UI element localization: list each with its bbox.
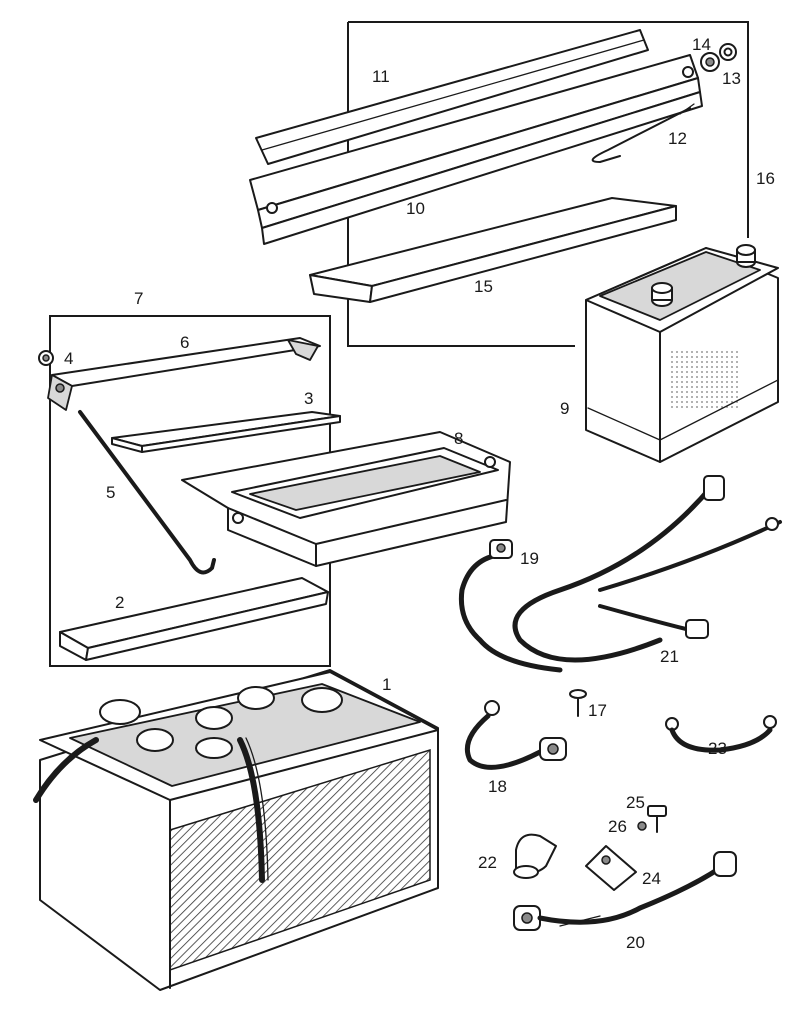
callout-2: 2	[115, 593, 124, 612]
part-13-washer	[719, 43, 737, 61]
callout-labels: 1 2 3 4 5 6 7 8 9 10 11 12 13 14 15 16 1…	[64, 35, 775, 952]
callout-17: 17	[588, 701, 607, 720]
part-15-angle-bracket	[309, 197, 677, 303]
callout-7: 7	[134, 289, 143, 308]
part-22-terminal-boot	[513, 833, 557, 879]
part-20-earth-strap	[513, 851, 737, 931]
callout-12: 12	[668, 129, 687, 148]
callout-4: 4	[64, 349, 73, 368]
callout-15: 15	[474, 277, 493, 296]
part-10-clamp-bar	[249, 54, 703, 245]
part-6-clamp-bar	[47, 337, 321, 411]
part-2-bracket	[59, 577, 329, 661]
part-9-battery	[585, 244, 779, 463]
part-4-nut	[38, 350, 54, 366]
callout-9: 9	[560, 399, 569, 418]
callout-21: 21	[660, 647, 679, 666]
part-5-hook-rod	[78, 410, 216, 575]
part-23-strap	[665, 715, 777, 753]
callout-8: 8	[454, 429, 463, 448]
callout-5: 5	[106, 483, 115, 502]
part-19-cable	[458, 539, 563, 673]
callout-20: 20	[626, 933, 645, 952]
part-17-screw	[569, 689, 587, 717]
part-1-battery	[33, 669, 439, 991]
part-21-cable	[512, 475, 782, 663]
part-18-cable	[464, 700, 567, 770]
callout-26: 26	[608, 817, 627, 836]
part-12-hook-rod	[591, 103, 695, 163]
callout-10: 10	[406, 199, 425, 218]
callout-11: 11	[372, 67, 390, 86]
callout-24: 24	[642, 869, 661, 888]
part-25-bolt	[647, 805, 667, 833]
callout-13: 13	[722, 69, 741, 88]
callout-19: 19	[520, 549, 539, 568]
callout-3: 3	[304, 389, 313, 408]
callout-23: 23	[708, 739, 727, 758]
callout-18: 18	[488, 777, 507, 796]
part-11-strip	[255, 29, 649, 165]
callout-14: 14	[692, 35, 711, 54]
part-14-nut	[700, 52, 720, 72]
callout-16: 16	[756, 169, 775, 188]
callout-1: 1	[382, 675, 391, 694]
part-3-pad	[111, 411, 341, 453]
callout-22: 22	[478, 853, 497, 872]
part-26-washer	[637, 821, 647, 831]
callout-25: 25	[626, 793, 645, 812]
part-24-clip	[585, 845, 637, 891]
battery-caps	[99, 686, 343, 759]
part-8-tray	[181, 431, 511, 567]
callout-6: 6	[180, 333, 189, 352]
